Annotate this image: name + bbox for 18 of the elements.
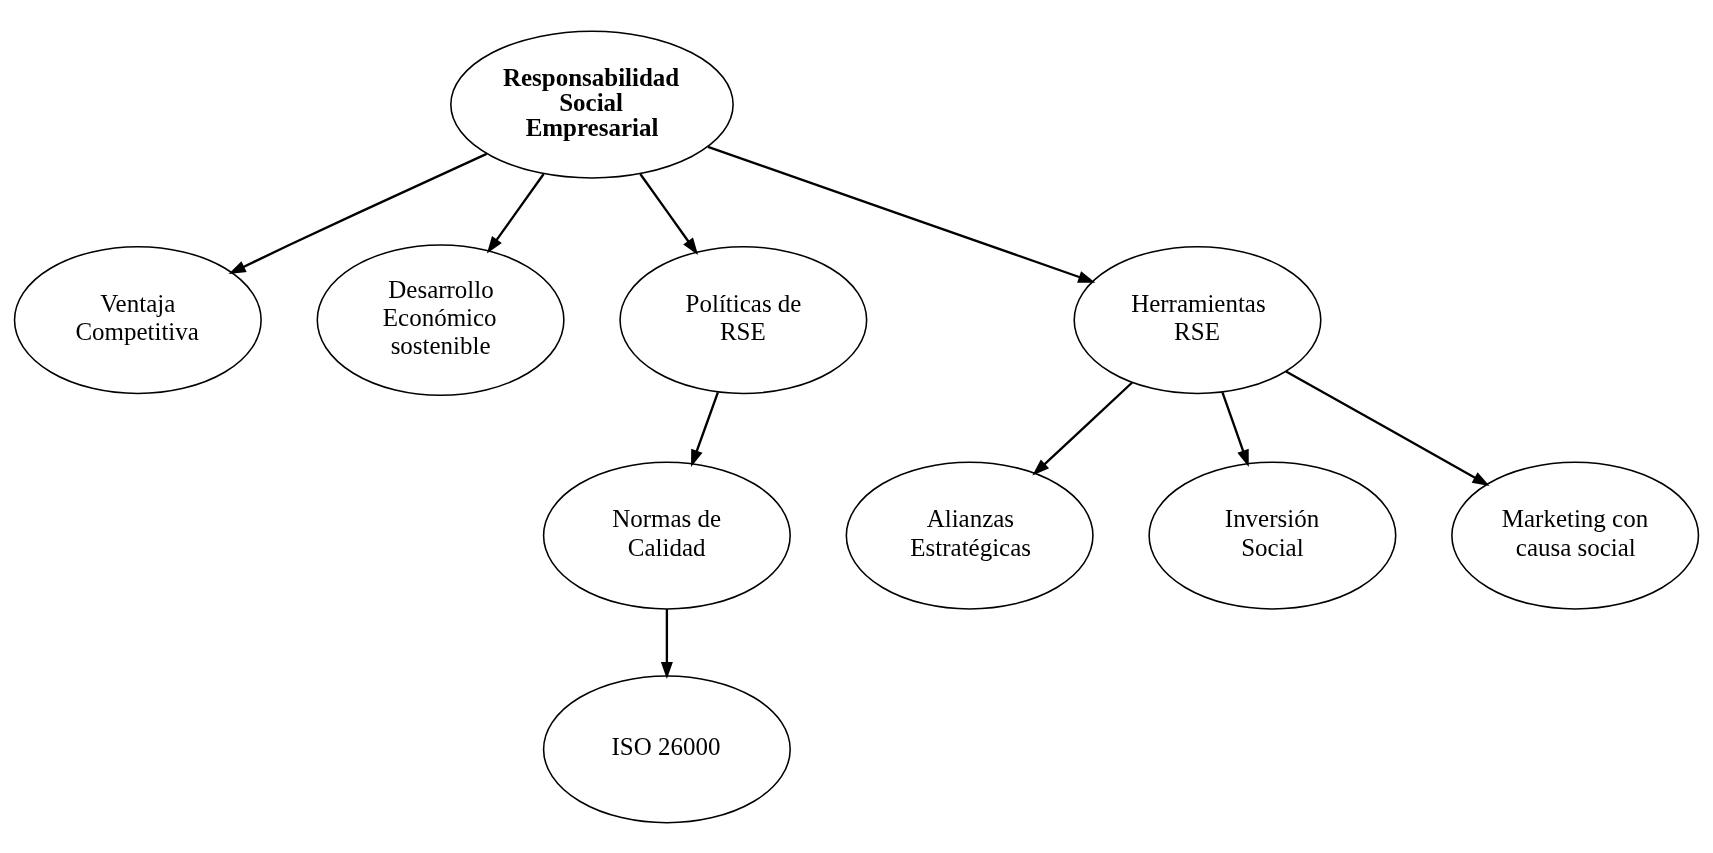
node-ellipse: Responsabilidad Social Empresarial — [450, 29, 734, 179]
node-ellipse: Inversión Social — [1148, 460, 1397, 610]
node-ellipse: Desarrollo Económico sostenible — [316, 243, 565, 396]
arrow — [486, 172, 545, 254]
arrow — [228, 152, 488, 274]
node-ellipse: Herramientas RSE — [1073, 245, 1322, 394]
arrow — [707, 145, 1096, 283]
arrow — [1221, 391, 1249, 467]
arrow — [1285, 369, 1490, 486]
node-ellipse: Políticas de RSE — [619, 245, 868, 394]
node-ellipse: Marketing con causa social — [1451, 460, 1700, 610]
node-ellipse: ISO 26000 — [542, 674, 791, 824]
node-ellipse: Ventaja Competitiva — [13, 245, 262, 394]
arrow — [691, 391, 719, 467]
arrow — [1032, 381, 1133, 476]
arrow — [639, 172, 699, 255]
arrow — [660, 608, 673, 679]
node-ellipse: Normas de Calidad — [542, 460, 791, 610]
